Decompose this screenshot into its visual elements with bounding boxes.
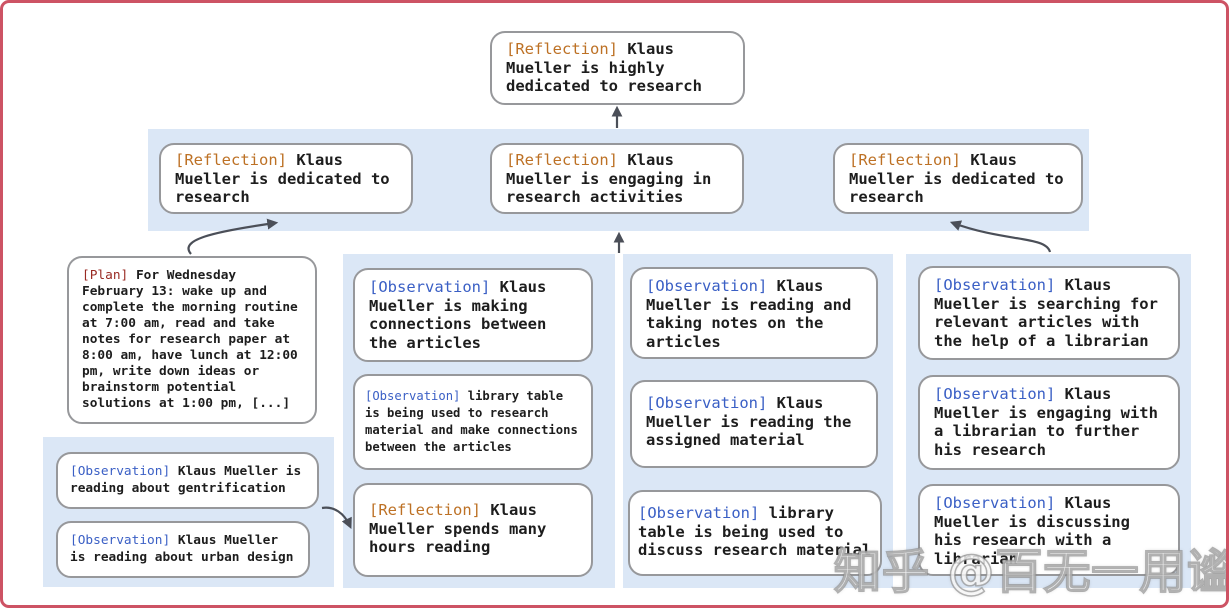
node-text: Klaus Mueller is reading the assigned ma… [646, 394, 852, 449]
observation-tag: [Observation] [646, 394, 768, 412]
reflection-tag: [Reflection] [506, 151, 618, 169]
node-observation-searching-articles: [Observation] Klaus Mueller is searching… [918, 266, 1180, 360]
node-text: Klaus Mueller spends many hours reading [369, 501, 547, 556]
node-text: Klaus Mueller is dedicated to research [849, 151, 1064, 206]
node-observation-engaging-librarian: [Observation] Klaus Mueller is engaging … [918, 375, 1180, 470]
node-text: Klaus Mueller is engaging with a librari… [934, 385, 1158, 459]
node-text: Klaus Mueller is making connections betw… [369, 278, 547, 352]
node-observation-library-table-discuss: [Observation] library table is being use… [628, 490, 882, 576]
observation-tag: [Observation] [70, 464, 171, 479]
node-text: Klaus Mueller is reading and taking note… [646, 277, 852, 351]
node-reflection-dedicated-left: [Reflection] Klaus Mueller is dedicated … [159, 143, 413, 214]
node-text: Klaus Mueller is engaging in research ac… [506, 151, 712, 206]
node-text: For Wednesday February 13: wake up and c… [82, 268, 298, 411]
node-reflection-hours-reading: [Reflection] Klaus Mueller spends many h… [353, 483, 593, 577]
node-observation-making-connections: [Observation] Klaus Mueller is making co… [353, 268, 593, 362]
observation-tag: [Observation] [934, 494, 1056, 512]
node-text: Klaus Mueller is dedicated to research [175, 151, 390, 206]
node-text: Klaus Mueller is reading about gentrific… [70, 464, 302, 496]
node-text: Klaus Mueller is searching for relevant … [934, 276, 1158, 350]
node-observation-assigned-material: [Observation] Klaus Mueller is reading t… [630, 380, 878, 468]
reflection-tag: [Reflection] [175, 151, 287, 169]
node-observation-gentrification: [Observation] Klaus Mueller is reading a… [56, 452, 319, 509]
node-observation-taking-notes: [Observation] Klaus Mueller is reading a… [630, 267, 878, 359]
node-plan-wednesday: [Plan] For Wednesday February 13: wake u… [67, 256, 317, 424]
observation-tag: [Observation] [934, 385, 1056, 403]
node-observation-urban-design: [Observation] Klaus Mueller is reading a… [56, 521, 310, 578]
node-observation-discussing-research: [Observation] Klaus Mueller is discussin… [918, 484, 1180, 576]
observation-tag: [Observation] [365, 389, 461, 403]
plan-tag: [Plan] [82, 268, 129, 283]
observation-tag: [Observation] [934, 276, 1056, 294]
node-root-reflection: [Reflection] Klaus Mueller is highly ded… [490, 31, 745, 105]
node-text: library table is being used to research … [365, 389, 578, 454]
observation-tag: [Observation] [70, 533, 171, 548]
node-observation-library-table-research: [Observation] library table is being use… [353, 374, 593, 470]
node-text: library table is being used to discuss r… [638, 504, 872, 559]
reflection-tag: [Reflection] [849, 151, 961, 169]
node-reflection-dedicated-right: [Reflection] Klaus Mueller is dedicated … [833, 143, 1083, 214]
node-text: Klaus Mueller is highly dedicated to res… [506, 40, 702, 95]
node-text: Klaus Mueller is discussing his research… [934, 494, 1130, 568]
observation-tag: [Observation] [638, 504, 760, 522]
zhihu-watermark: 知乎 @百无一用谧书生 [833, 544, 1229, 601]
node-reflection-engaging: [Reflection] Klaus Mueller is engaging i… [490, 143, 744, 214]
observation-tag: [Observation] [369, 278, 491, 296]
observation-tag: [Observation] [646, 277, 768, 295]
node-text: Klaus Mueller is reading about urban des… [70, 533, 294, 565]
reflection-tag: [Reflection] [506, 40, 618, 58]
reflection-tag: [Reflection] [369, 501, 481, 519]
